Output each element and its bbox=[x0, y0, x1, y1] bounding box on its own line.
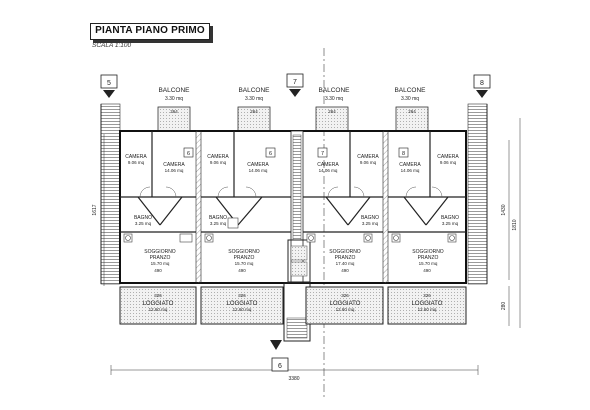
balcony-area: 3.30 mq bbox=[401, 96, 419, 102]
room-label: SOGGIORNO bbox=[228, 249, 260, 255]
svg-text:490: 490 bbox=[154, 268, 162, 273]
svg-text:490: 490 bbox=[423, 268, 431, 273]
balcony-area: 3.30 mq bbox=[165, 96, 183, 102]
loggia-area: 12.60 mq bbox=[336, 307, 355, 312]
room-label: CAMERA bbox=[399, 162, 421, 168]
room-area: 15.70 mq bbox=[235, 261, 254, 266]
loggia-label: LOGGIATO bbox=[412, 301, 443, 307]
right-height-dimension-b: 1810 bbox=[512, 219, 518, 230]
left-height-dimension: 1617 bbox=[92, 204, 98, 215]
room-label: CAMERA bbox=[357, 154, 379, 160]
section-marker-6: 6 bbox=[270, 340, 289, 372]
balcony-label: BALCONE bbox=[238, 87, 270, 94]
loggias bbox=[119, 286, 467, 325]
svg-text:490: 490 bbox=[341, 268, 349, 273]
title-box: PIANTA PIANO PRIMO bbox=[90, 23, 210, 40]
svg-text:326: 326 bbox=[341, 293, 349, 298]
room-area: 3.25 mq bbox=[210, 221, 227, 226]
unit-number: 6 bbox=[187, 151, 190, 157]
room-label: SOGGIORNO bbox=[144, 249, 176, 255]
unit-number: 7 bbox=[321, 151, 324, 157]
unit-4-labels: BALCONE 3.30 mq 8 CAMERA 14.06 mq CAMERA… bbox=[394, 87, 459, 312]
room-label: CAMERA bbox=[125, 154, 147, 160]
unit-3-labels: BALCONE 3.30 mq 7 CAMERA 14.06 mq CAMERA… bbox=[317, 87, 379, 312]
room-label: PRANZO bbox=[335, 255, 356, 261]
room-label: CAMERA bbox=[247, 162, 269, 168]
balcony-label: BALCONE bbox=[394, 87, 426, 94]
unit-dimensions: 264 264 264 264 490 490 490 490 326 326 … bbox=[154, 109, 431, 298]
svg-text:8: 8 bbox=[480, 80, 484, 87]
room-label: SOGGIORNO bbox=[329, 249, 361, 255]
room-area: 17.40 mq bbox=[336, 261, 355, 266]
unit-1-labels: BALCONE 3.30 mq 6 CAMERA 9.06 mq CAMERA … bbox=[125, 87, 194, 312]
balcony-label: BALCONE bbox=[158, 87, 190, 94]
loggia-area: 12.60 mq bbox=[233, 307, 252, 312]
unit-number: 6 bbox=[269, 151, 272, 157]
section-marker-8: 8 bbox=[473, 74, 491, 98]
dimension-lines bbox=[103, 118, 521, 375]
room-area: 9.06 mq bbox=[440, 160, 457, 165]
svg-text:6: 6 bbox=[278, 363, 282, 370]
overall-width-dimension: 3380 bbox=[288, 376, 299, 382]
svg-text:490: 490 bbox=[238, 268, 246, 273]
loggia-label: LOGGIATO bbox=[227, 301, 258, 307]
plan-title: PIANTA PIANO PRIMO bbox=[95, 25, 205, 36]
svg-text:264: 264 bbox=[170, 109, 178, 114]
room-area: 14.06 mq bbox=[249, 168, 268, 173]
room-label: SOGGIORNO bbox=[412, 249, 444, 255]
room-area: 3.25 mq bbox=[362, 221, 379, 226]
room-label: CAMERA bbox=[207, 154, 229, 160]
room-area: 9.06 mq bbox=[128, 160, 145, 165]
loggia-area: 12.60 mq bbox=[418, 307, 437, 312]
loggia-label: LOGGIATO bbox=[330, 301, 361, 307]
svg-text:326: 326 bbox=[154, 293, 162, 298]
room-label: BAGNO bbox=[361, 215, 379, 221]
room-area: 14.06 mq bbox=[165, 168, 184, 173]
right-depth-dimension: 280 bbox=[501, 302, 507, 311]
room-label: CAMERA bbox=[437, 154, 459, 160]
room-area: 3.25 mq bbox=[135, 221, 152, 226]
room-area: 14.06 mq bbox=[319, 168, 338, 173]
svg-text:264: 264 bbox=[328, 109, 336, 114]
svg-text:326: 326 bbox=[238, 293, 246, 298]
room-label: PRANZO bbox=[234, 255, 255, 261]
plan-scale: SCALA 1:100 bbox=[92, 42, 132, 49]
balconies bbox=[157, 106, 429, 132]
fixtures bbox=[123, 217, 457, 243]
room-label: BAGNO bbox=[134, 215, 152, 221]
loggia-label: LOGGIATO bbox=[143, 301, 174, 307]
svg-text:326: 326 bbox=[423, 293, 431, 298]
loggia-area: 12.60 mq bbox=[149, 307, 168, 312]
door-swings bbox=[139, 186, 443, 198]
room-label: PRANZO bbox=[418, 255, 439, 261]
svg-text:5: 5 bbox=[107, 80, 111, 87]
room-area: 9.06 mq bbox=[360, 160, 377, 165]
central-stairwell bbox=[283, 134, 311, 342]
svg-text:264: 264 bbox=[250, 109, 258, 114]
unit-number: 8 bbox=[402, 151, 405, 157]
room-label: CAMERA bbox=[317, 162, 339, 168]
svg-text:264: 264 bbox=[408, 109, 416, 114]
balcony-area: 3.30 mq bbox=[325, 96, 343, 102]
room-area: 3.25 mq bbox=[442, 221, 459, 226]
balcony-area: 3.30 mq bbox=[245, 96, 263, 102]
unit-2-labels: BALCONE 3.30 mq 6 CAMERA 9.06 mq CAMERA … bbox=[207, 87, 276, 312]
room-label: PRANZO bbox=[150, 255, 171, 261]
right-stair bbox=[467, 103, 488, 285]
room-area: 15.70 mq bbox=[419, 261, 438, 266]
room-area: 14.06 mq bbox=[401, 168, 420, 173]
section-marker-5: 5 bbox=[100, 74, 118, 98]
room-label: BAGNO bbox=[441, 215, 459, 221]
balcony-label: BALCONE bbox=[318, 87, 350, 94]
svg-text:7: 7 bbox=[293, 79, 297, 86]
room-area: 9.06 mq bbox=[210, 160, 227, 165]
right-height-dimension-a: 1430 bbox=[501, 204, 507, 215]
internal-walls bbox=[120, 131, 466, 233]
section-marker-7: 7 bbox=[286, 73, 304, 97]
room-area: 15.70 mq bbox=[151, 261, 170, 266]
room-label: BAGNO bbox=[209, 215, 227, 221]
room-label: CAMERA bbox=[163, 162, 185, 168]
